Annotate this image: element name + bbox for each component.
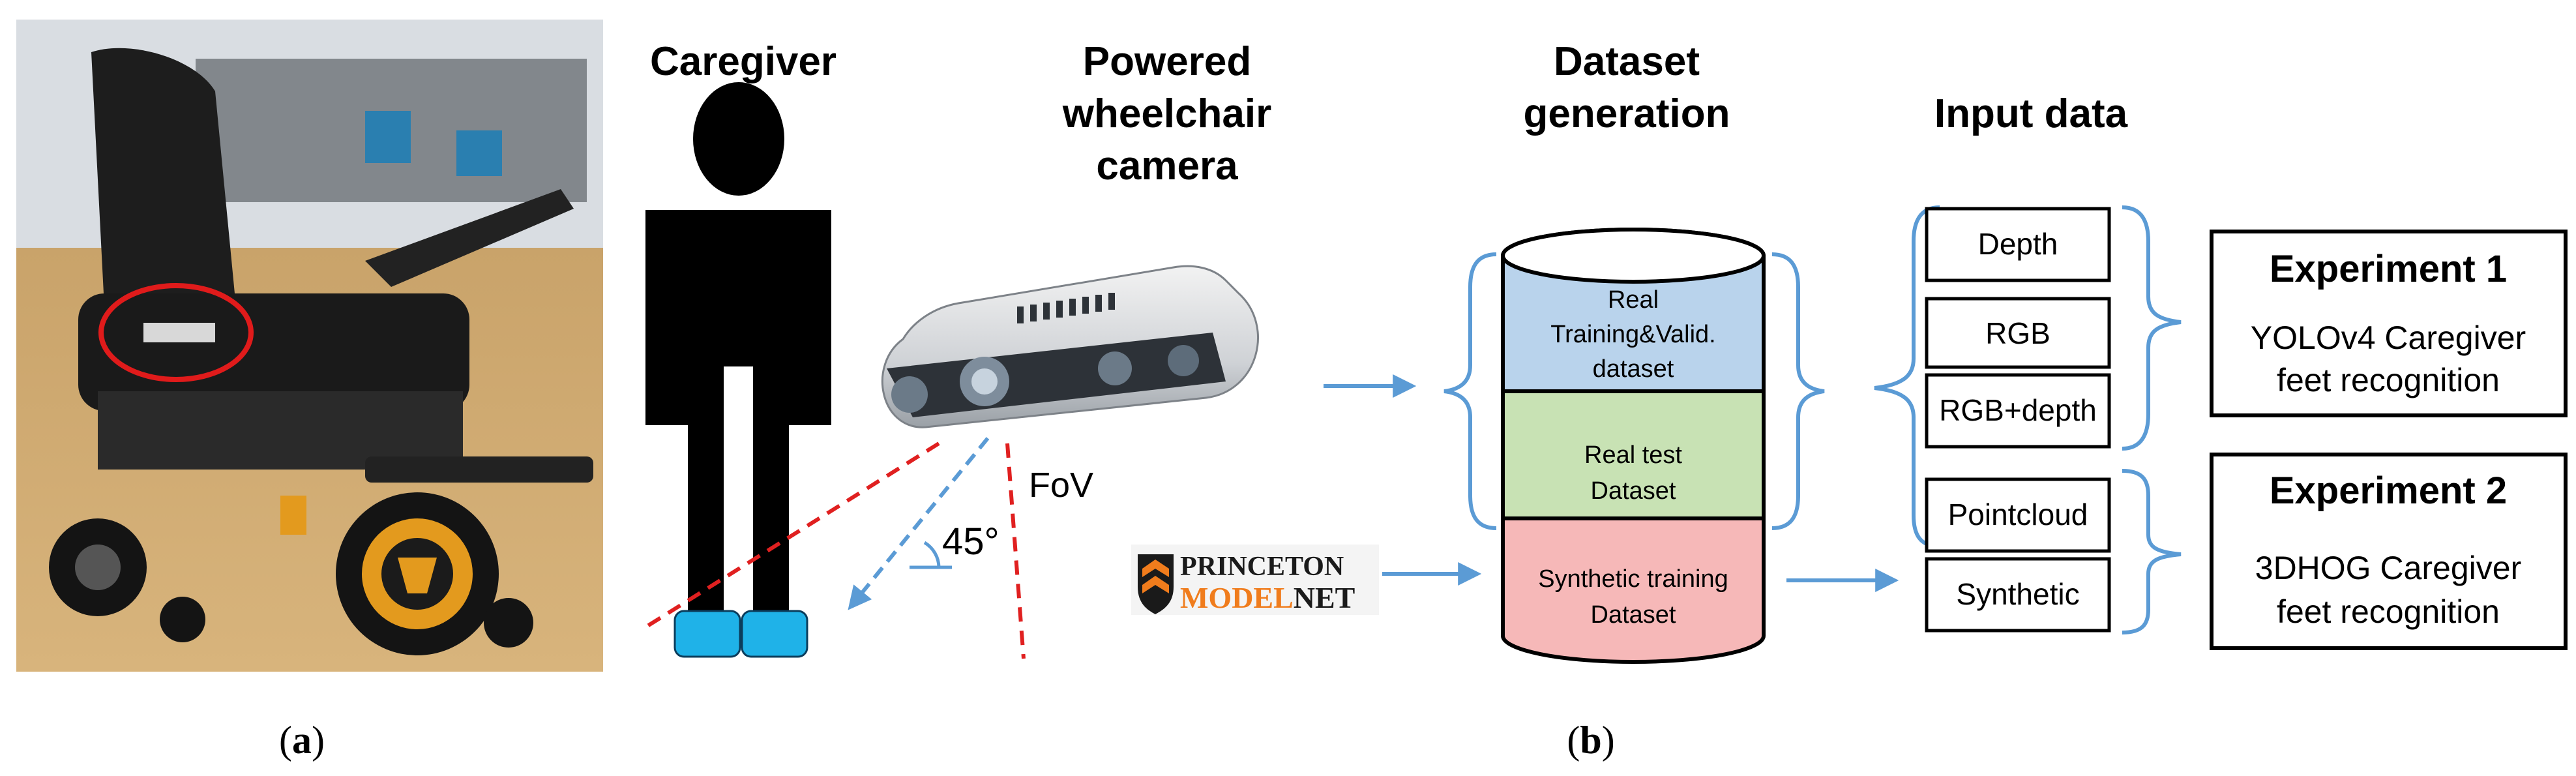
- angle-label: 45°: [942, 520, 999, 563]
- header-dataset-line2: generation: [1524, 91, 1730, 136]
- camera-highlight-circle: [98, 283, 254, 382]
- cylinder-top-line2: Training&Valid.: [1550, 321, 1715, 348]
- input-depth-label: Depth: [1978, 227, 2058, 261]
- input-rgb-depth-label: RGB+depth: [1939, 393, 2097, 427]
- caption-b: (b): [1567, 719, 1614, 762]
- header-caregiver: Caregiver: [650, 39, 836, 84]
- experiment-2-line2: feet recognition: [2277, 593, 2500, 630]
- princeton-modelnet-logo: [1131, 545, 1379, 615]
- input-group1-right-brace: [2122, 205, 2182, 451]
- experiment-1-line1: YOLOv4 Caregiver: [2251, 320, 2526, 356]
- experiment-1-line2: feet recognition: [2277, 362, 2500, 398]
- view-direction-line: [848, 437, 990, 610]
- logo-princeton-text: PRINCETON: [1180, 552, 1344, 582]
- experiment-1-box: [2210, 230, 2568, 417]
- cylinder-middle-line1: Real test: [1584, 441, 1682, 469]
- experiment-2-line1: 3DHOG Caregiver: [2255, 550, 2521, 586]
- header-input-data: Input data: [1934, 91, 2128, 136]
- cylinder-bottom-section: [1501, 516, 1766, 664]
- header-camera-line1: Powered: [1083, 39, 1251, 84]
- logo-modelnet-text: MODELNET: [1180, 581, 1355, 614]
- input-box-pointcloud: [1925, 477, 2111, 553]
- fov-left-line: [641, 441, 940, 631]
- fov-right-line: [1005, 443, 1026, 659]
- left-foot: [674, 610, 741, 658]
- cylinder-left-brace: [1443, 252, 1497, 530]
- experiment-2-box: [2210, 453, 2568, 650]
- input-box-synthetic: [1925, 557, 2111, 633]
- caregiver-figure: [645, 82, 831, 658]
- logo-model-part: MODEL: [1180, 581, 1294, 614]
- cylinder-middle-section: [1501, 389, 1766, 520]
- input-box-rgb-depth: [1925, 373, 2111, 449]
- header-dataset-line1: Dataset: [1554, 39, 1700, 84]
- cylinder-top-cap: [1501, 228, 1766, 284]
- input-left-brace: [1874, 205, 1940, 548]
- input-box-depth: [1925, 207, 2111, 282]
- input-synthetic-label: Synthetic: [1956, 577, 2079, 611]
- cylinder-top-line3: dataset: [1593, 355, 1674, 383]
- cylinder-middle-line2: Dataset: [1591, 477, 1676, 505]
- experiment-1-title: Experiment 1: [2270, 248, 2507, 290]
- experiment-2-title: Experiment 2: [2270, 470, 2507, 512]
- logo-net-part: NET: [1294, 581, 1355, 614]
- caption-a: (a): [279, 719, 325, 762]
- wheelchair-photo: [16, 20, 603, 672]
- right-foot: [741, 610, 808, 658]
- cylinder-bottom-line1: Synthetic training: [1538, 565, 1728, 593]
- cylinder-right-brace: [1771, 252, 1825, 530]
- input-group2-right-brace: [2122, 469, 2182, 634]
- fov-label: FoV: [1029, 466, 1093, 505]
- input-box-rgb: [1925, 297, 2111, 369]
- header-camera-line2: wheelchair: [1062, 91, 1271, 136]
- input-pointcloud-label: Pointcloud: [1948, 498, 2088, 531]
- depth-camera: [881, 265, 1259, 428]
- cylinder-bottom-line2: Dataset: [1591, 601, 1676, 629]
- cylinder-top-line1: Real: [1608, 286, 1659, 314]
- angle-arc: [923, 541, 941, 568]
- header-camera-line3: camera: [1096, 143, 1238, 188]
- dataset-cylinder: [1501, 228, 1766, 664]
- input-rgb-label: RGB: [1985, 316, 2050, 350]
